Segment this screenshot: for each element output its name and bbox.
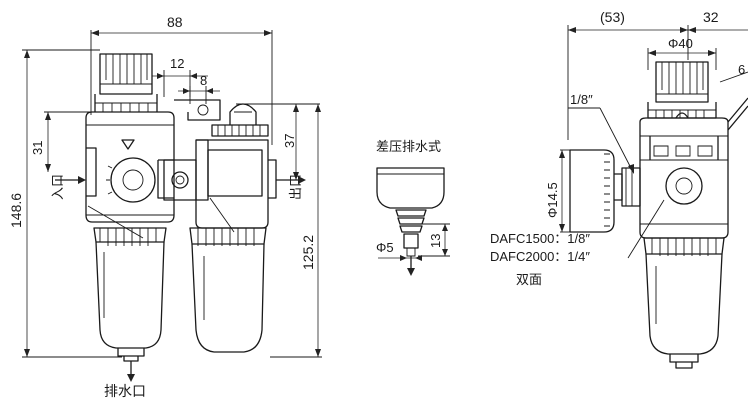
label-thread: 1/8″	[570, 92, 593, 107]
dim-top-offset: 31	[30, 141, 45, 155]
dim-edge: 6	[738, 62, 745, 77]
note-model-1500: DAFC1500：1/8″	[490, 231, 590, 246]
dim-width: 88	[167, 14, 183, 30]
dim-gauge-dia: Φ14.5	[545, 182, 560, 218]
dim-offset: 32	[703, 9, 719, 25]
filter-unit	[85, 53, 175, 362]
label-inlet: 入口	[50, 174, 65, 200]
dim-body-dia: Φ40	[668, 36, 693, 51]
dim-pitch-a: 12	[170, 56, 184, 71]
dim-pitch-b: 8	[200, 73, 207, 88]
dim-total-height: 148.6	[8, 193, 24, 228]
label-drain-port: 排水口	[104, 383, 146, 399]
lubricator-unit	[189, 103, 277, 353]
drain-title: 差压排水式	[376, 139, 441, 154]
drain-detail: 差压排水式 13 Φ5	[376, 139, 450, 276]
note-both-sides: 双面	[516, 272, 542, 287]
side-view: (53) 32 Φ40 6	[490, 9, 748, 369]
dim-span: (53)	[600, 9, 625, 25]
note-model-2000: DAFC2000：1/4″	[490, 249, 590, 264]
drain-diameter: Φ5	[376, 240, 394, 255]
dim-port-height: 125.2	[300, 235, 316, 270]
front-view: 88 12 8 148.6 31 入口	[8, 14, 322, 399]
dim-port-offset: 37	[282, 134, 297, 148]
drain-length: 13	[428, 234, 443, 248]
